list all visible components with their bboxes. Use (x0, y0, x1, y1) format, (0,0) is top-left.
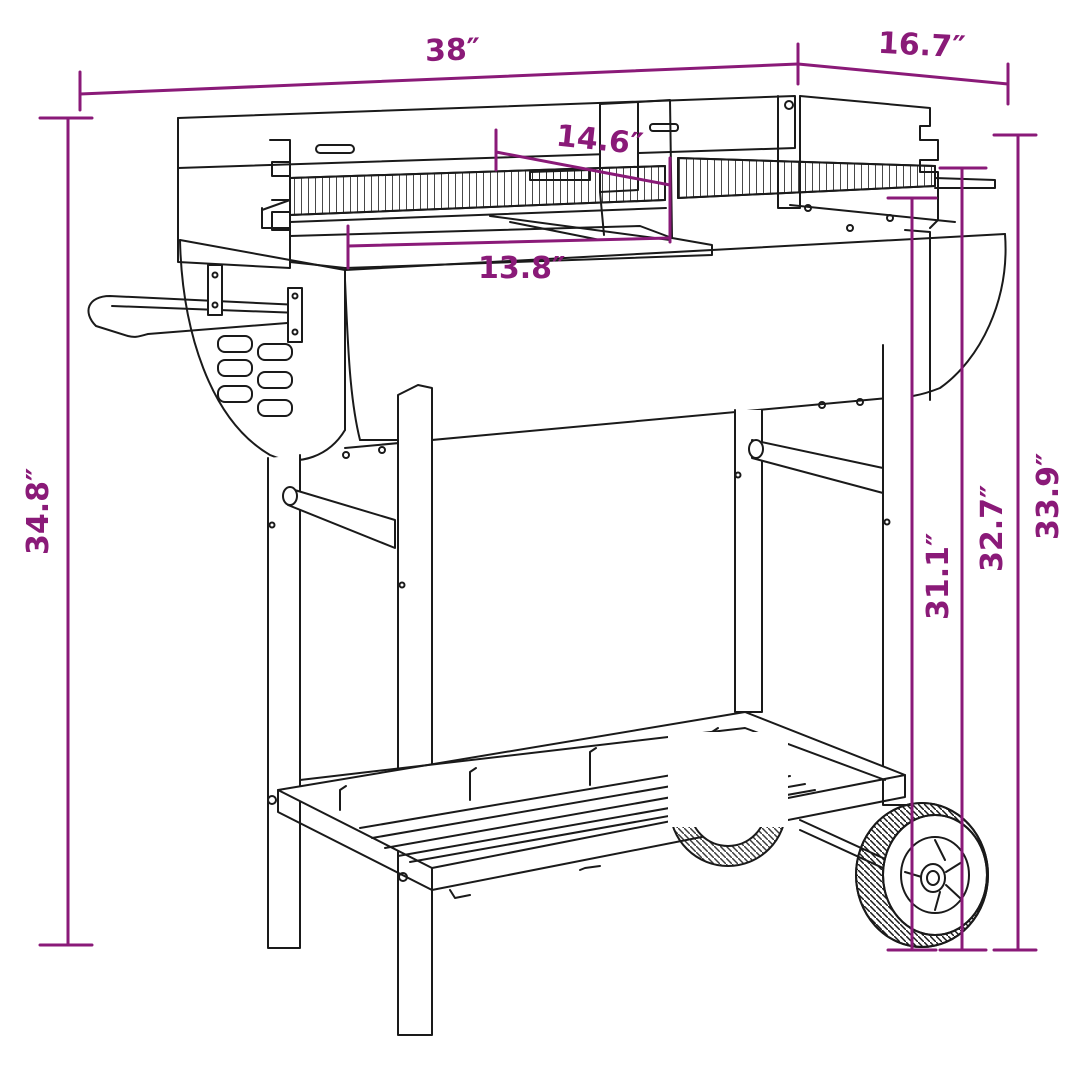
left-grate (261, 165, 667, 229)
label-grill-width: 13.8″ (478, 251, 565, 286)
label-back-panel-height: 33.9″ (1031, 453, 1066, 540)
label-overall-height: 34.8″ (21, 468, 56, 555)
firebox-barrel (179, 229, 1007, 462)
label-grate-height: 31.1″ (921, 533, 956, 620)
legs (267, 339, 913, 1036)
dimension-lines (38, 42, 1038, 952)
label-overall-width: 38″ (424, 32, 480, 69)
grill-illustration (87, 95, 1007, 1036)
dimension-labels: 38″ 16.7″ 14.6″ 13.8″ 34.8″ 31.1″ 32.7″ … (21, 26, 1066, 620)
front-wheel (855, 802, 989, 948)
cross-bars (282, 439, 884, 549)
label-overall-depth: 16.7″ (877, 26, 966, 66)
label-side-panel-height: 32.7″ (975, 485, 1010, 572)
vent-slots (217, 335, 293, 417)
bottom-shelf (267, 711, 906, 899)
side-handle (87, 264, 303, 343)
right-side-panel (269, 95, 939, 231)
back-panel (177, 95, 801, 269)
charcoal-supports (289, 204, 956, 269)
right-grate (529, 157, 996, 199)
back-wheel (668, 732, 788, 867)
